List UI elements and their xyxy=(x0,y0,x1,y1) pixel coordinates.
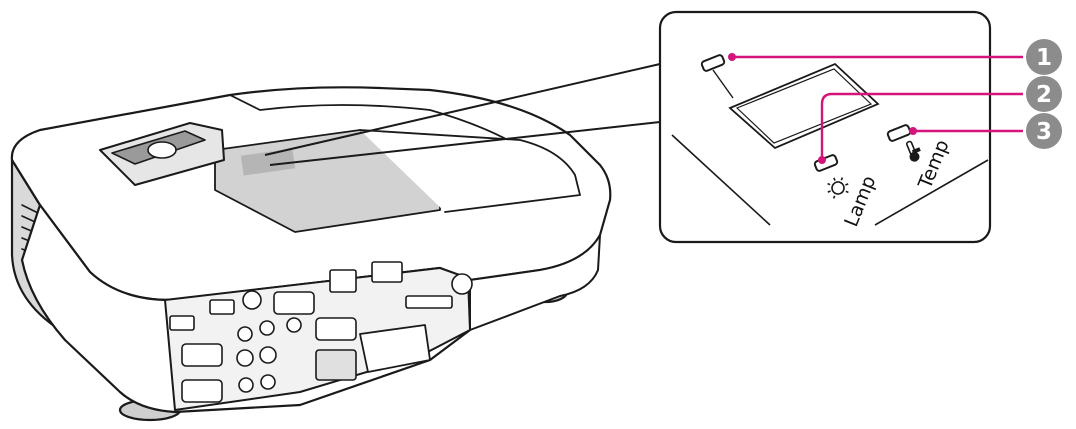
projector-cover-edge xyxy=(359,129,581,213)
port-vga-4 xyxy=(315,317,357,341)
projector-illustration xyxy=(10,86,612,422)
callout-dot-2 xyxy=(818,156,826,164)
port-audio-3 xyxy=(259,320,275,336)
port-hdmi xyxy=(371,261,403,283)
port-audio-4 xyxy=(236,349,254,367)
port-slot xyxy=(405,295,453,309)
port-usb-2 xyxy=(209,299,235,315)
callout-badge-3: 3 xyxy=(1026,113,1062,149)
temp-indicator xyxy=(886,124,912,142)
projector-right-bottom xyxy=(469,234,601,331)
callout-number-3: 3 xyxy=(1036,119,1052,145)
port-vga-2 xyxy=(181,379,223,403)
callout-lines xyxy=(728,53,1023,164)
port-audio-6 xyxy=(286,317,302,333)
projector-latch xyxy=(359,324,431,373)
indicator-inset: Lamp Temp xyxy=(658,10,992,244)
indicator-area xyxy=(240,148,296,176)
port-audio-5 xyxy=(259,346,277,364)
callout-number-2: 2 xyxy=(1036,82,1052,108)
port-audio-1 xyxy=(242,290,262,310)
port-audio-7 xyxy=(238,377,254,393)
port-vga-3 xyxy=(273,291,315,315)
inset-panel-edge-2 xyxy=(874,159,989,226)
zoom-lines xyxy=(264,63,661,166)
callout-badges: 1 2 3 xyxy=(1026,39,1062,149)
callout-line-2 xyxy=(820,92,1023,160)
port-round xyxy=(451,273,473,295)
port-usb-1 xyxy=(169,315,195,331)
inset-panel-edge-1 xyxy=(671,134,771,226)
status-indicator xyxy=(700,54,726,72)
port-power xyxy=(315,349,357,381)
callout-dot-3 xyxy=(909,127,917,135)
thermometer-icon xyxy=(905,140,921,162)
inset-window xyxy=(728,62,880,150)
callout-badge-1: 1 xyxy=(1026,39,1062,75)
port-audio-2 xyxy=(237,326,253,342)
connector-ports xyxy=(169,261,473,403)
callout-number-1: 1 xyxy=(1036,45,1052,71)
port-vga-1 xyxy=(181,343,223,367)
callout-dot-1 xyxy=(728,53,736,61)
inset-window-inner xyxy=(735,68,873,144)
lens-icon xyxy=(147,141,177,159)
port-lan xyxy=(329,269,357,293)
callout-badge-2: 2 xyxy=(1026,76,1062,112)
port-audio-8 xyxy=(260,374,276,390)
lamp-icon xyxy=(827,177,849,199)
